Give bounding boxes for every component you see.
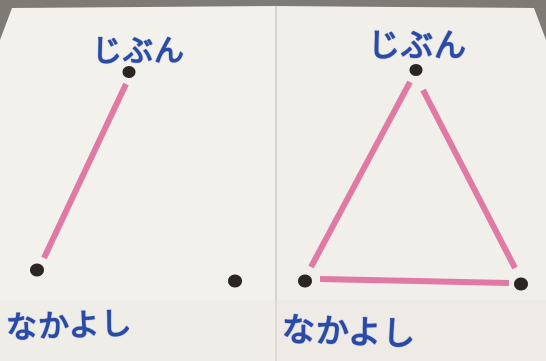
left-top-label: じぶん — [92, 26, 185, 70]
right-top-label: じぶん — [368, 20, 467, 66]
left-bottom-dot — [30, 264, 44, 277]
right-bottom-line — [320, 279, 509, 283]
right-right-dot — [514, 278, 528, 291]
right-bottom-label: なかよし — [281, 303, 417, 356]
left-bottom-label: なかよし — [5, 298, 133, 347]
left-extra-dot — [228, 275, 242, 288]
right-left-dot — [298, 275, 312, 288]
